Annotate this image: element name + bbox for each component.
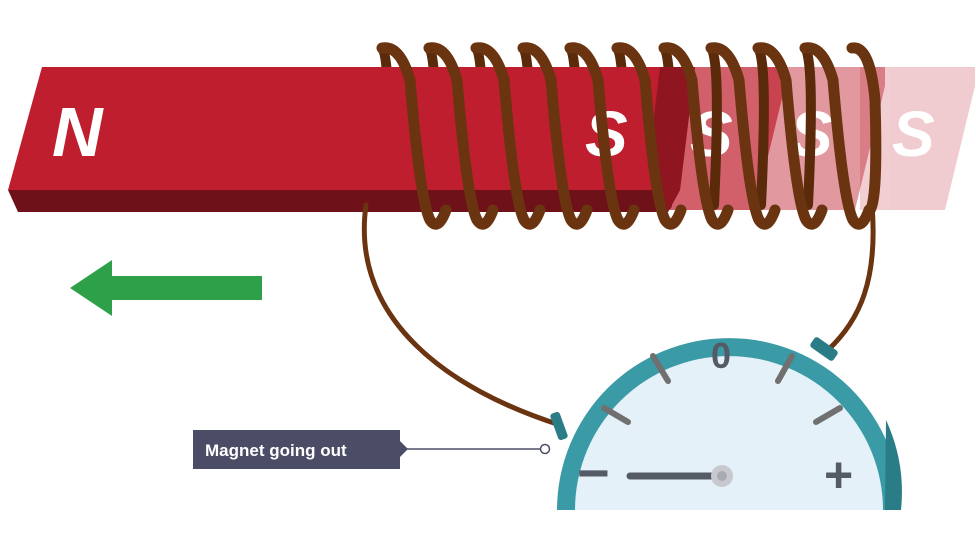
meter-terminal-right <box>810 337 838 361</box>
callout: Magnet going out <box>193 430 551 469</box>
galvanometer: 0 − + <box>550 335 902 510</box>
tick-left-1 <box>601 405 631 425</box>
callout-label: Magnet going out <box>205 441 347 460</box>
callout-leader-dot <box>539 443 551 455</box>
meter-bezel-shadow <box>885 420 902 510</box>
motion-arrow-left <box>70 260 262 316</box>
tick-right-1 <box>813 405 843 425</box>
lead-wire-right <box>825 202 876 353</box>
meter-face <box>575 356 883 510</box>
north-pole-label: N <box>52 93 104 171</box>
meter-needle-pivot-center <box>717 471 727 481</box>
meter-zero-label: 0 <box>711 335 731 376</box>
magnet-front-face <box>8 67 695 190</box>
lead-wire-left <box>361 202 563 428</box>
tick-right-2 <box>775 353 795 384</box>
magnet-ghost-far: S <box>860 67 975 210</box>
bar-magnet: N S <box>8 67 695 212</box>
meter-ticks <box>601 353 843 425</box>
ghost-south-label-3: S <box>892 98 935 170</box>
magnet-bottom-face <box>8 190 680 212</box>
coil-front <box>376 42 882 230</box>
meter-minus-label: − <box>577 441 610 504</box>
tick-left-2 <box>650 353 671 384</box>
callout-box <box>193 430 408 469</box>
magnet-end-face <box>650 67 695 212</box>
meter-plus-label: + <box>824 447 853 503</box>
meter-terminal-left <box>550 411 568 441</box>
